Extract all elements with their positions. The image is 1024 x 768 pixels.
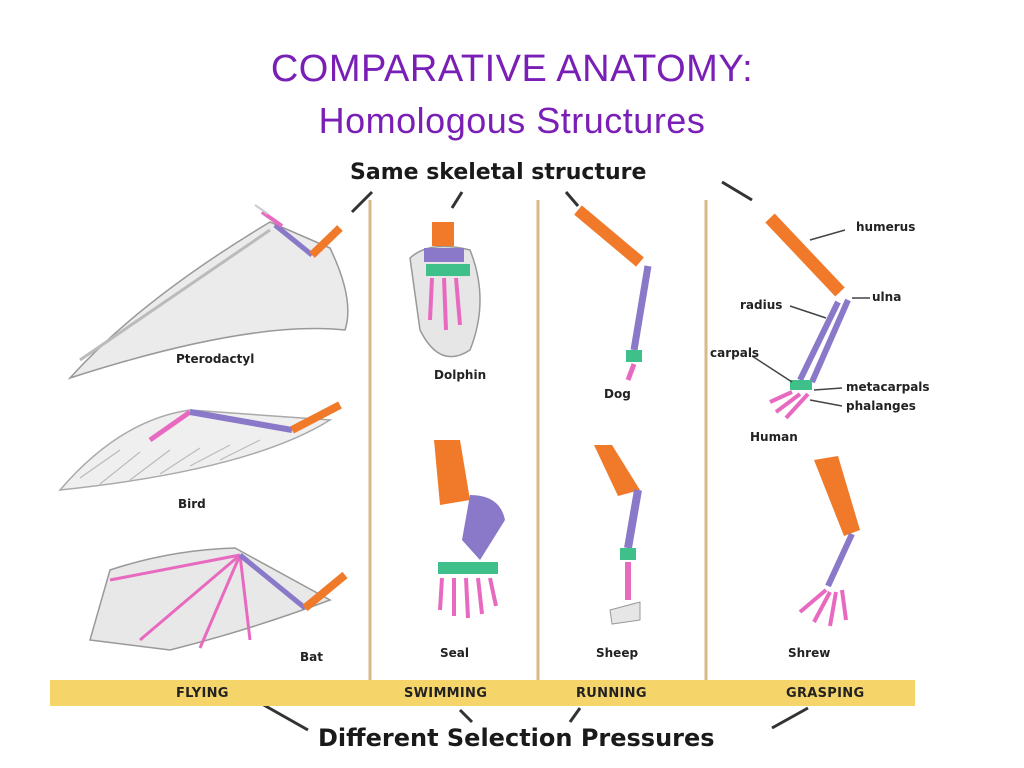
label-ulna: ulna (872, 290, 902, 304)
label-bat: Bat (300, 650, 323, 664)
label-radius: radius (740, 298, 783, 312)
shrew-limb (798, 456, 860, 627)
top-heading: Same skeletal structure (350, 160, 647, 185)
label-human: Human (750, 430, 798, 444)
label-pterodactyl: Pterodactyl (176, 352, 255, 366)
label-metacarpals: metacarpals (846, 380, 930, 394)
dog-limb (574, 205, 652, 381)
seal-limb (434, 440, 505, 619)
category-band (50, 680, 915, 706)
human-limb (751, 213, 870, 420)
category-grasping: GRASPING (786, 686, 865, 701)
panel-dividers (368, 200, 708, 680)
category-flying: FLYING (176, 686, 229, 701)
label-sheep: Sheep (596, 646, 639, 660)
label-dolphin: Dolphin (434, 368, 487, 382)
sheep-limb (594, 445, 642, 625)
bird-limb (58, 401, 342, 491)
label-phalanges: phalanges (846, 399, 916, 413)
label-bird: Bird (178, 497, 206, 511)
pterodactyl-limb (67, 204, 349, 380)
dolphin-limb (409, 222, 481, 358)
top-pointers (350, 180, 753, 214)
label-shrew: Shrew (788, 646, 831, 660)
label-carpals: carpals (710, 346, 760, 360)
title-line-2: Homologous Structures (318, 100, 706, 141)
bottom-pointers (261, 702, 809, 732)
category-swimming: SWIMMING (404, 686, 488, 701)
category-running: RUNNING (576, 686, 647, 701)
label-dog: Dog (604, 387, 631, 401)
title-line-1: COMPARATIVE ANATOMY: (270, 48, 754, 90)
label-humerus: humerus (856, 220, 916, 234)
bat-limb (89, 547, 348, 651)
label-seal: Seal (440, 646, 469, 660)
bottom-heading: Different Selection Pressures (318, 724, 715, 752)
